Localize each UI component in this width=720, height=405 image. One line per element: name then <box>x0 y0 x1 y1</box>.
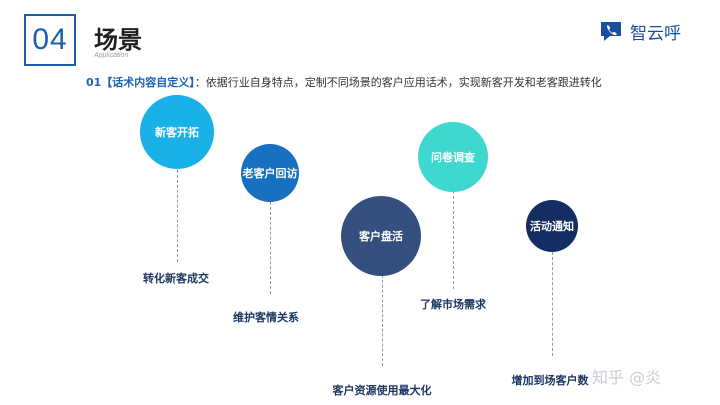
scene-circle-event-notice: 活动通知 <box>526 200 578 252</box>
scene-circle-new-customer: 新客开拓 <box>140 95 214 169</box>
section-number-box: 04 <box>24 14 76 66</box>
scene-circle-label: 客户盘活 <box>359 230 403 243</box>
section-number: 04 <box>32 23 68 56</box>
brand-logo: 智云呼 <box>598 16 681 46</box>
page-title: 场景 <box>94 26 142 54</box>
scene-circle-revisit: 老客户回访 <box>241 144 299 202</box>
scene-caption: 了解市场需求 <box>420 298 486 311</box>
scene-circle-label: 问卷调查 <box>431 151 475 164</box>
watermark: 知乎 @炎 <box>592 368 662 387</box>
phone-bubble-icon <box>601 22 621 41</box>
scene-circle-label: 活动通知 <box>530 220 574 233</box>
connector-line <box>382 275 383 366</box>
description: 01【话术内容自定义】：依据行业自身特点，定制不同场景的客户应用话术，实现新客开… <box>86 74 602 90</box>
connector-line <box>177 170 178 262</box>
page-subtitle: Application <box>94 52 129 59</box>
scene-circle-survey: 问卷调查 <box>418 122 488 192</box>
connector-line <box>270 202 271 294</box>
scene-caption: 转化新客成交 <box>143 272 209 285</box>
brand-name: 智云呼 <box>630 23 681 44</box>
scene-caption: 客户资源使用最大化 <box>332 384 432 397</box>
description-text: ：依据行业自身特点，定制不同场景的客户应用话术，实现新客开发和老客跟进转化 <box>194 76 602 89</box>
scene-circle-label: 新客开拓 <box>155 126 199 139</box>
description-lead: 01【话术内容自定义】 <box>86 76 195 89</box>
scene-circle-label: 老客户回访 <box>242 167 298 180</box>
scene-caption: 维护客情关系 <box>233 311 299 324</box>
connector-line <box>552 252 553 356</box>
scene-caption: 增加到场客户数 <box>511 374 589 387</box>
scene-circle-activation: 客户盘活 <box>341 196 421 276</box>
connector-line <box>453 191 454 289</box>
